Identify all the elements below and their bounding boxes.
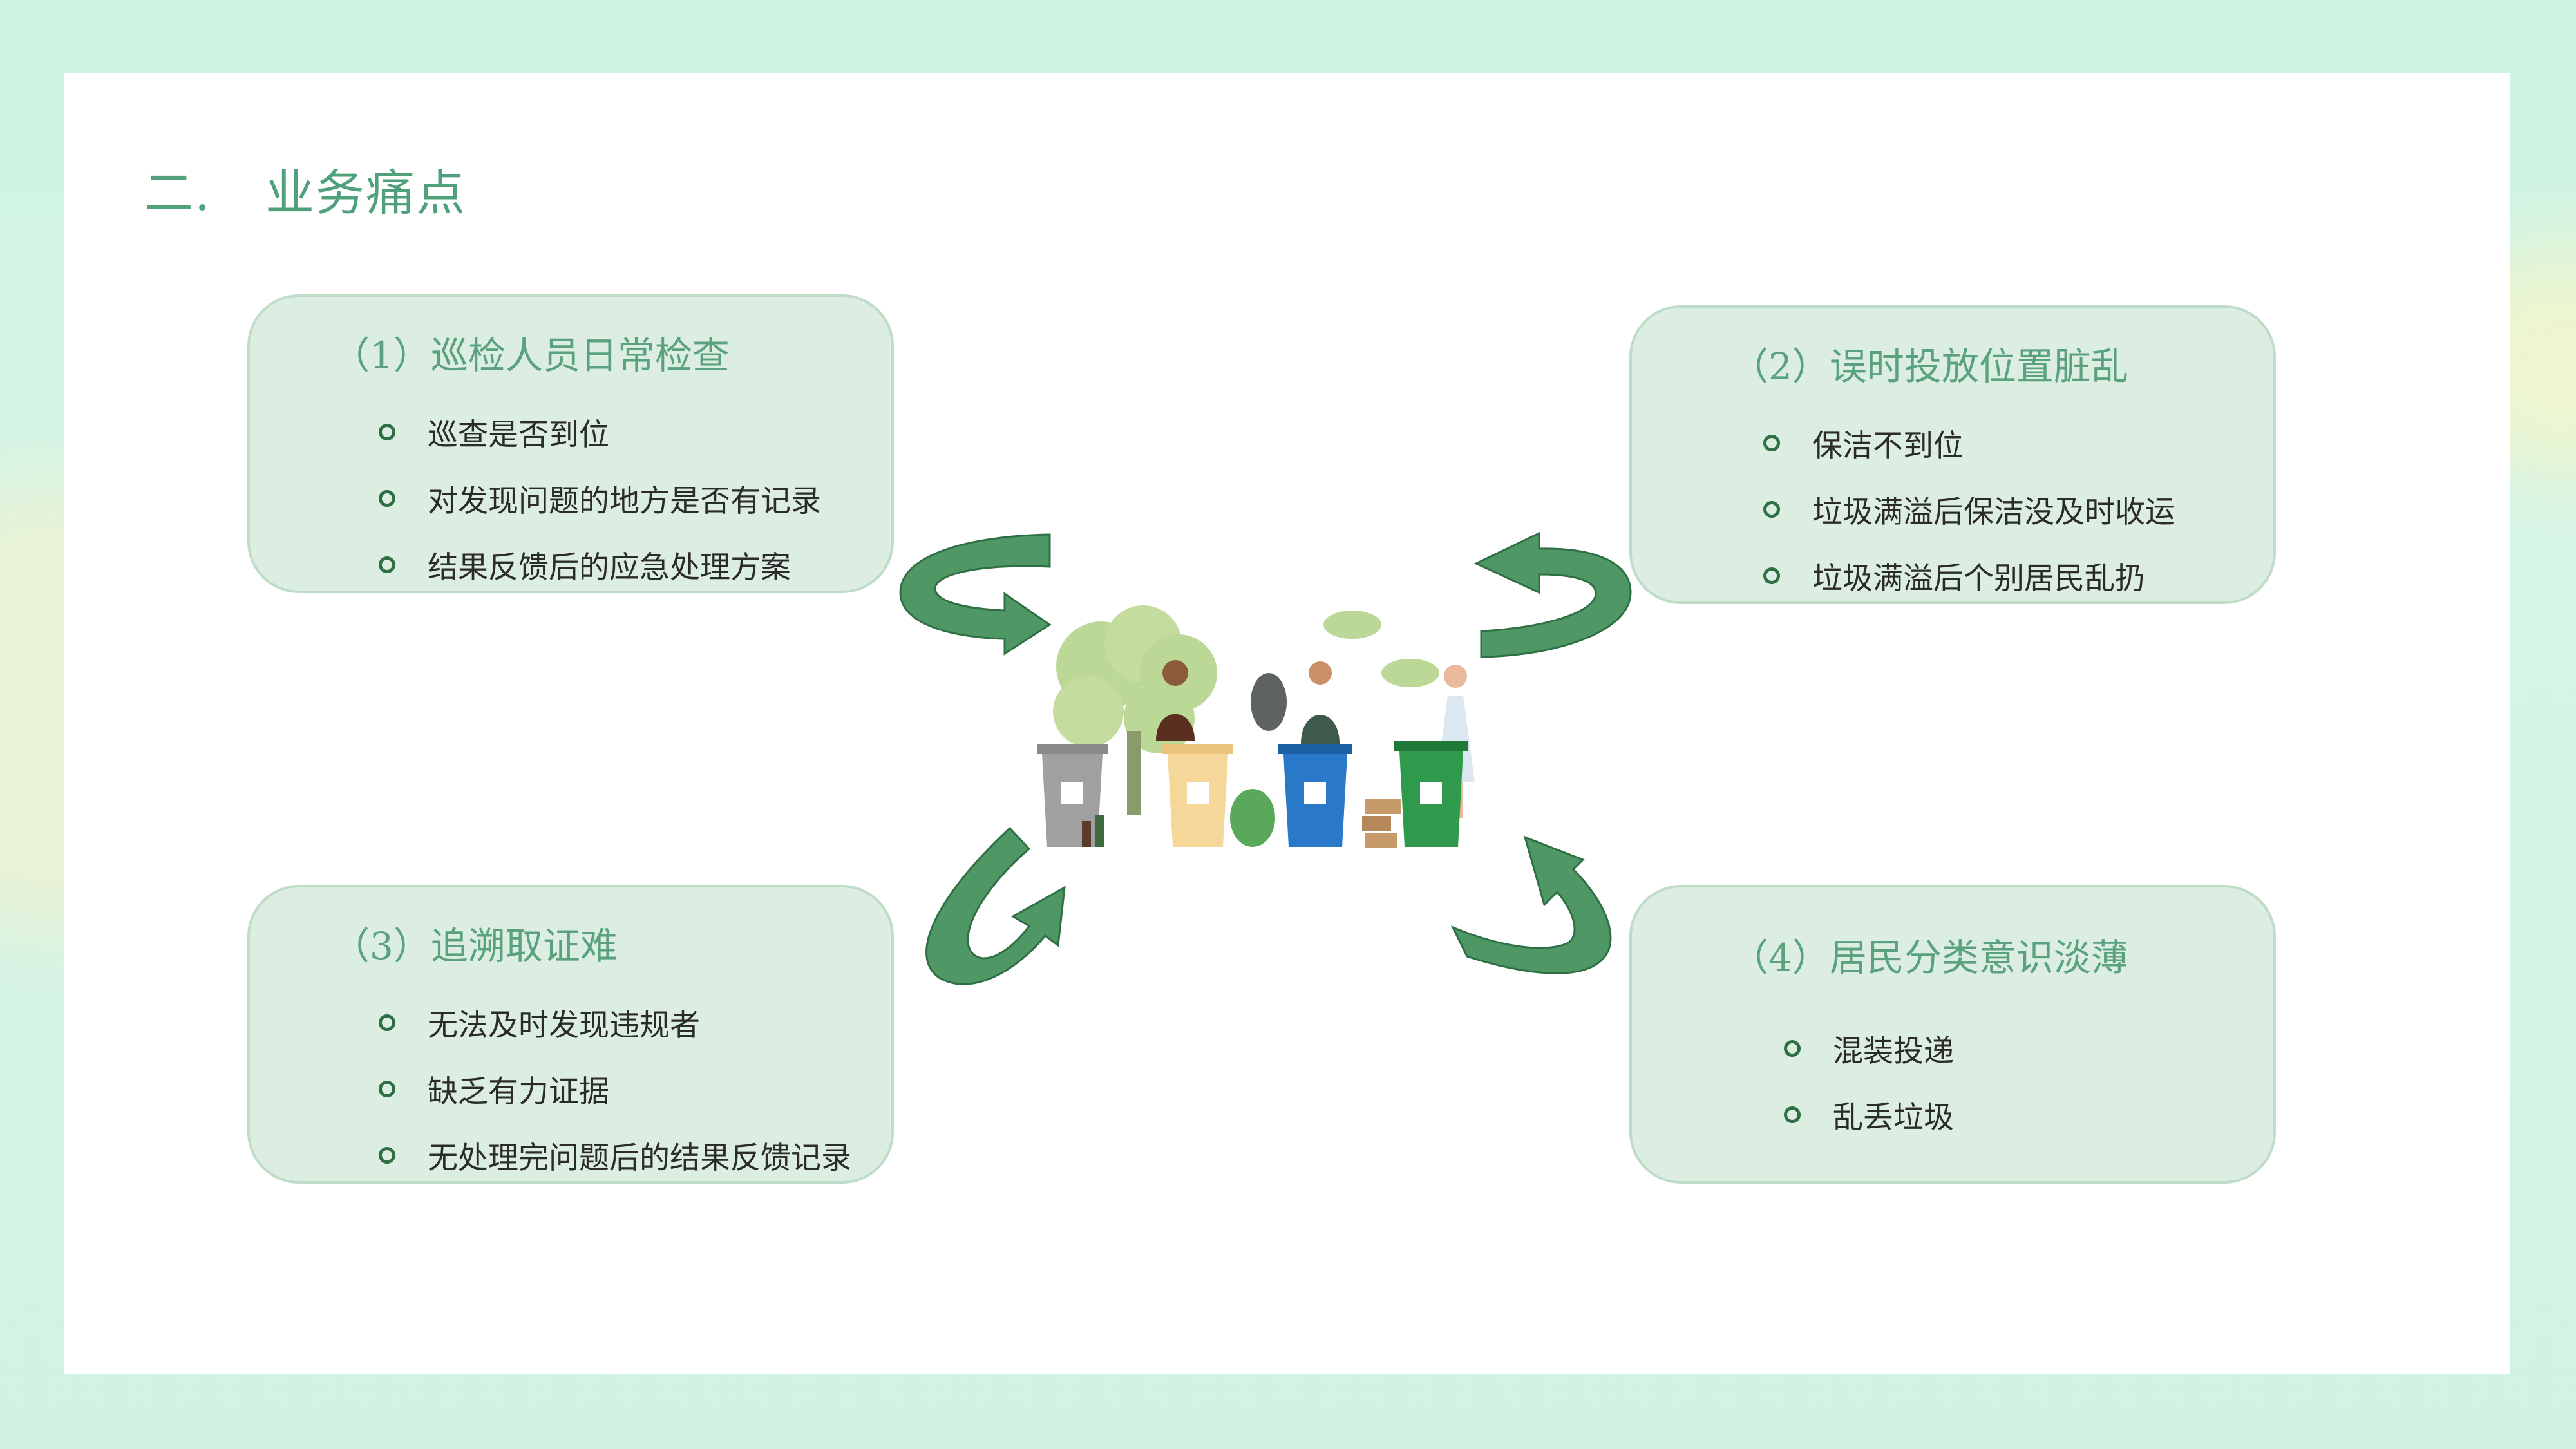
- person-man-icon: [1156, 660, 1195, 741]
- list-item-text: 混装投递: [1833, 1034, 1954, 1069]
- bullet-icon: [379, 489, 395, 507]
- card-title: （2）误时投放位置脏乱: [1731, 345, 2128, 388]
- bullet-list: 巡查是否到位 对发现问题的地方是否有记录 结果反馈后的应急处理方案: [379, 399, 821, 598]
- list-item: 无法及时发现违规者: [379, 989, 851, 1056]
- bullet-icon: [1784, 1039, 1801, 1057]
- list-item: 缺乏有力证据: [379, 1056, 851, 1122]
- list-item-text: 乱丢垃圾: [1833, 1100, 1954, 1135]
- list-item: 巡查是否到位: [379, 399, 821, 465]
- list-item: 乱丢垃圾: [1784, 1081, 1954, 1148]
- cloud-icon: [1323, 611, 1439, 687]
- bullet-list: 保洁不到位 垃圾满溢后保洁没及时收运 垃圾满溢后个别居民乱扔: [1763, 410, 2175, 609]
- page-title: 二. 业务痛点: [144, 153, 466, 224]
- blue-bin-icon: [1278, 744, 1352, 847]
- bullet-icon: [379, 1014, 395, 1031]
- list-item: 保洁不到位: [1763, 410, 2175, 476]
- list-item: 混装投递: [1784, 1015, 1954, 1081]
- list-item: 无处理完问题后的结果反馈记录: [379, 1122, 851, 1188]
- pain-point-card-4: （4）居民分类意识淡薄 混装投递 乱丢垃圾: [1629, 885, 2276, 1184]
- list-item-text: 无法及时发现违规者: [428, 1008, 700, 1043]
- curved-arrow-bottom-left-icon: [925, 826, 1066, 985]
- curved-arrow-top-right-icon: [1473, 531, 1632, 658]
- bullet-icon: [1784, 1106, 1801, 1123]
- section-title: 业务痛点: [265, 164, 466, 222]
- card-title: （3）追溯取证难: [332, 924, 618, 968]
- list-item-text: 结果反馈后的应急处理方案: [428, 550, 791, 585]
- list-item: 垃圾满溢后个别居民乱扔: [1763, 542, 2175, 609]
- list-item: 结果反馈后的应急处理方案: [379, 531, 821, 598]
- bullet-icon: [1763, 500, 1780, 518]
- bullet-icon: [379, 556, 395, 573]
- recycling-illustration: [1037, 605, 1475, 848]
- list-item-text: 垃圾满溢后保洁没及时收运: [1812, 495, 2175, 530]
- bullet-icon: [379, 1146, 395, 1164]
- list-item-text: 垃圾满溢后个别居民乱扔: [1812, 561, 2145, 596]
- yellow-bin-icon: [1162, 744, 1233, 847]
- curved-arrow-top-left-icon: [899, 533, 1052, 656]
- list-item-text: 无处理完问题后的结果反馈记录: [428, 1141, 851, 1176]
- list-item-text: 缺乏有力证据: [428, 1074, 609, 1110]
- section-number: 二.: [144, 164, 212, 222]
- pain-point-card-1: （1）巡检人员日常检查 巡查是否到位 对发现问题的地方是否有记录 结果反馈后的应…: [247, 294, 894, 593]
- bullet-list: 混装投递 乱丢垃圾: [1784, 1015, 1954, 1148]
- list-item: 垃圾满溢后保洁没及时收运: [1763, 476, 2175, 542]
- recycle-bag-icon: [1230, 789, 1275, 847]
- boxes-icon: [1362, 799, 1401, 848]
- card-title: （4）居民分类意识淡薄: [1731, 936, 2128, 980]
- list-item-text: 对发现问题的地方是否有记录: [428, 484, 821, 519]
- person-woman-icon: [1251, 661, 1340, 744]
- bullet-icon: [379, 1080, 395, 1097]
- bullet-icon: [1763, 434, 1780, 451]
- curved-arrow-bottom-right-icon: [1450, 835, 1612, 974]
- bullet-icon: [1763, 567, 1780, 584]
- bullet-icon: [379, 423, 395, 440]
- green-bin-icon: [1394, 741, 1468, 847]
- card-title: （1）巡检人员日常检查: [332, 334, 730, 377]
- list-item-text: 巡查是否到位: [428, 417, 609, 453]
- bullet-list: 无法及时发现违规者 缺乏有力证据 无处理完问题后的结果反馈记录: [379, 989, 851, 1188]
- bottles-icon: [1082, 815, 1104, 847]
- pain-point-card-2: （2）误时投放位置脏乱 保洁不到位 垃圾满溢后保洁没及时收运 垃圾满溢后个别居民…: [1629, 305, 2276, 604]
- pain-point-card-3: （3）追溯取证难 无法及时发现违规者 缺乏有力证据 无处理完问题后的结果反馈记录: [247, 885, 894, 1184]
- list-item-text: 保洁不到位: [1812, 428, 1964, 464]
- list-item: 对发现问题的地方是否有记录: [379, 465, 821, 531]
